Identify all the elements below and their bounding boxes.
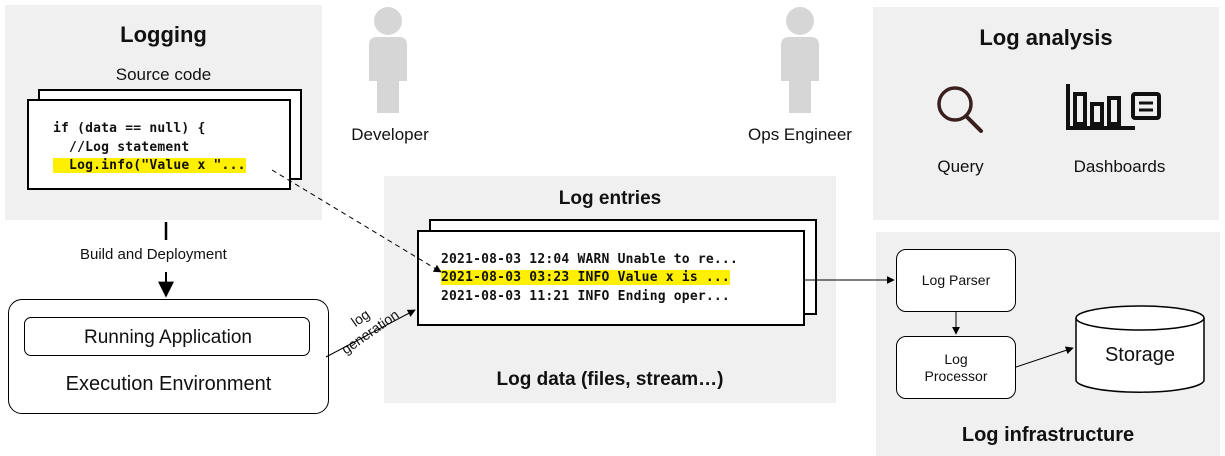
running-application-label: Running Application [84, 327, 252, 348]
code-line-1: if (data == null) { [53, 121, 206, 136]
log-parser-box: Log Parser [896, 249, 1016, 312]
log-statement-highlight: Log.info("Value x "... [53, 158, 246, 173]
code-line-2: //Log statement [53, 140, 190, 155]
search-icon [937, 86, 983, 133]
log-data-footer: Log data (files, stream…) [496, 369, 724, 390]
log-entries-title: Log entries [558, 188, 662, 209]
log-analysis-panel [873, 7, 1219, 220]
source-code-label: Source code [115, 65, 212, 84]
storage-cylinder [1075, 305, 1205, 393]
query-label: Query [937, 157, 984, 176]
execution-environment-label: Execution Environment [65, 373, 272, 395]
ops-engineer-person-icon [781, 7, 819, 113]
log-entry-line: 2021-08-03 11:21 INFO Ending oper... [441, 289, 730, 304]
log-entry-line: 2021-08-03 12:04 WARN Unable to re... [441, 252, 738, 267]
logging-title: Logging [120, 22, 207, 47]
dashboards-label: Dashboards [1073, 157, 1166, 176]
running-application-box: Running Application [24, 317, 310, 356]
log-processor-box: Log Processor [896, 336, 1016, 399]
build-deployment-label: Build and Deployment [78, 246, 229, 263]
log-entry-line-highlighted: 2021-08-03 03:23 INFO Value x is ... [441, 270, 730, 285]
log-parser-label: Log Parser [921, 272, 991, 288]
log-processor-label: Log Processor [924, 351, 988, 384]
log-analysis-title: Log analysis [979, 25, 1113, 50]
ops-engineer-label: Ops Engineer [748, 125, 852, 144]
code-line-3-log-statement: Log.info("Value x "... [53, 158, 246, 173]
developer-label: Developer [351, 125, 429, 144]
log-entries-card: 2021-08-03 12:04 WARN Unable to re... 20… [417, 230, 805, 326]
developer-person-icon [369, 7, 407, 113]
log-entry-highlight: 2021-08-03 03:23 INFO Value x is ... [441, 270, 730, 285]
source-code-card: if (data == null) { //Log statement Log.… [27, 99, 291, 190]
dashboard-icon [1066, 84, 1161, 130]
log-infrastructure-title: Log infrastructure [961, 424, 1135, 446]
storage-label: Storage [1104, 344, 1176, 366]
